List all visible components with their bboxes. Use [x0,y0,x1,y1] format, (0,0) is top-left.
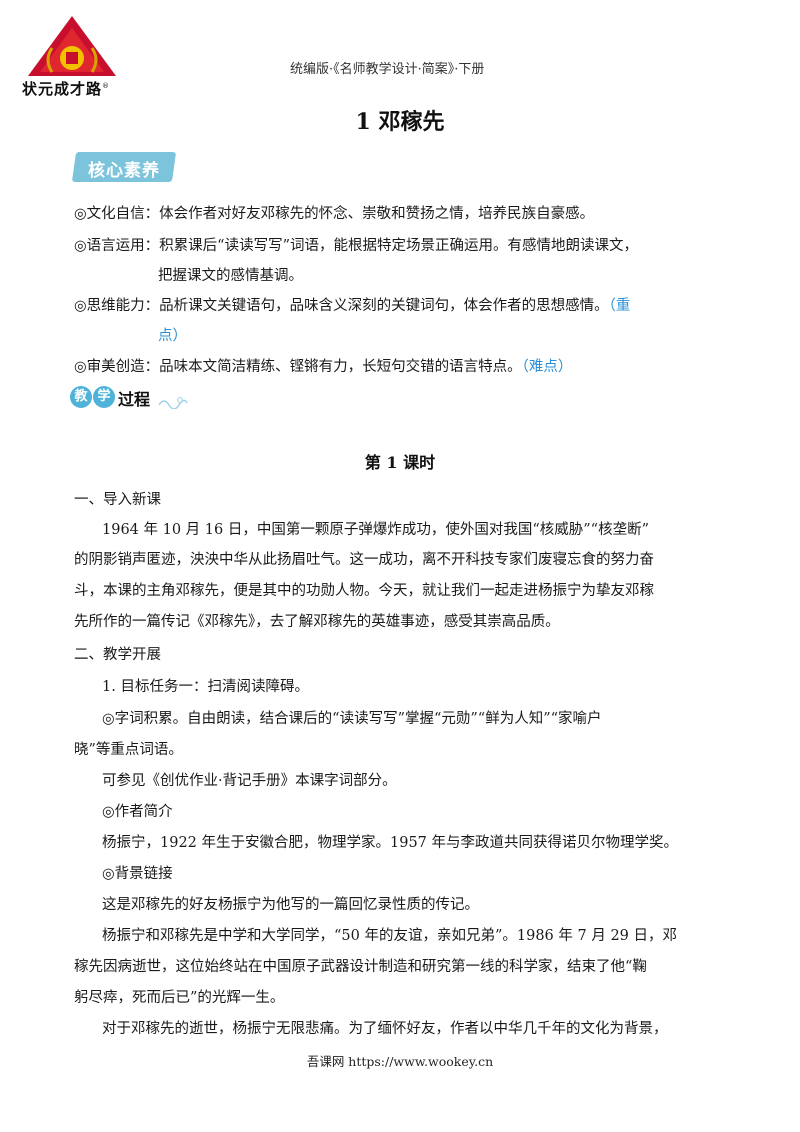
wave-decoration-icon [158,397,188,409]
lesson-heading: 第 1 课时 [364,453,436,472]
core-literacy-badge: 核心素养 [71,152,177,182]
key-point-note: （重 [608,298,631,314]
subheading-background: ◎背景链接 [102,866,173,882]
body-paragraph: ◎字词积累。自由朗读，结合课后的“读读写写”掌握“元勋”“鲜为人知”“家喻户 [102,711,602,727]
logo-wordmark: 状元成才路® [22,80,111,98]
core-item-language: ◎语言运用：积累课后“读读写写”词语，能根据特定场景正确运用。有感情地朗读课文， [74,238,638,254]
core-item-culture: ◎文化自信：体会作者对好友邓稼先的怀念、崇敬和赞扬之情，培养民族自豪感。 [74,206,595,222]
key-point-note-cont: 点） [158,328,187,344]
page-title: 1 邓稼先 [355,109,445,135]
core-item-language-cont: 把握课文的感情基调。 [158,268,303,284]
core-item-thinking: ◎思维能力：品析课文关键语句，品味含义深刻的关键词句，体会作者的思想感情。（重 [74,298,631,314]
badge-circle-1: 教 [70,386,92,408]
body-paragraph: 对于邓稼先的逝世，杨振宁无限悲痛。为了缅怀好友，作者以中华几千年的文化为背景， [102,1021,668,1037]
badge-circle-2: 学 [93,386,115,408]
body-paragraph: 杨振宁和邓稼先是中学和大学同学，“50 年的友谊，亲如兄弟”。1986 年 7 … [102,928,678,944]
difficulty-note: （难点） [521,359,573,375]
task-heading: 1. 目标任务一：扫清阅读障碍。 [102,679,309,695]
logo-emblem-icon [28,16,116,76]
section-heading-intro: 一、导入新课 [74,492,161,508]
body-paragraph: 的阴影销声匿迹，泱泱中华从此扬眉吐气。这一成功，离不开科技专家们废寝忘食的努力奋 [74,552,654,568]
running-header: 统编版·《名师教学设计·简案》·下册 [290,62,485,77]
badge-label: 核心素养 [88,161,160,181]
core-item-aesthetic: ◎审美创造：品味本文简洁精练、铿锵有力，长短句交错的语言特点。（难点） [74,359,573,375]
body-paragraph: 晓”等重点词语。 [74,742,183,758]
subheading-author: ◎作者简介 [102,804,173,820]
brand-logo: 状元成才路® [22,14,122,98]
section-heading-teaching: 二、教学开展 [74,647,161,663]
body-paragraph: 可参见《创优作业·背记手册》本课字词部分。 [102,773,397,789]
body-paragraph: 1964 年 10 月 16 日，中国第一颗原子弹爆炸成功，使外国对我国“核威胁… [102,522,649,538]
badge-label: 过程 [118,390,151,409]
body-paragraph: 躬尽瘁，死而后已”的光辉一生。 [74,990,285,1006]
teaching-process-badge: 教 学 过程 [70,383,190,413]
page-footer: 吾课网 https://www.wookey.cn [306,1054,494,1069]
body-paragraph: 稼先因病逝世，这位始终站在中国原子武器设计制造和研究第一线的科学家，结束了他“鞠 [74,959,647,975]
body-paragraph: 杨振宁，1922 年生于安徽合肥，物理学家。1957 年与李政道共同获得诺贝尔物… [102,835,679,851]
body-paragraph: 斗，本课的主角邓稼先，便是其中的功勋人物。今天，就让我们一起走进杨振宁为挚友邓稼 [74,583,654,599]
body-paragraph: 先所作的一篇传记《邓稼先》，去了解邓稼先的英雄事迹，感受其崇高品质。 [74,614,560,630]
body-paragraph: 这是邓稼先的好友杨振宁为他写的一篇回忆录性质的传记。 [102,897,479,913]
